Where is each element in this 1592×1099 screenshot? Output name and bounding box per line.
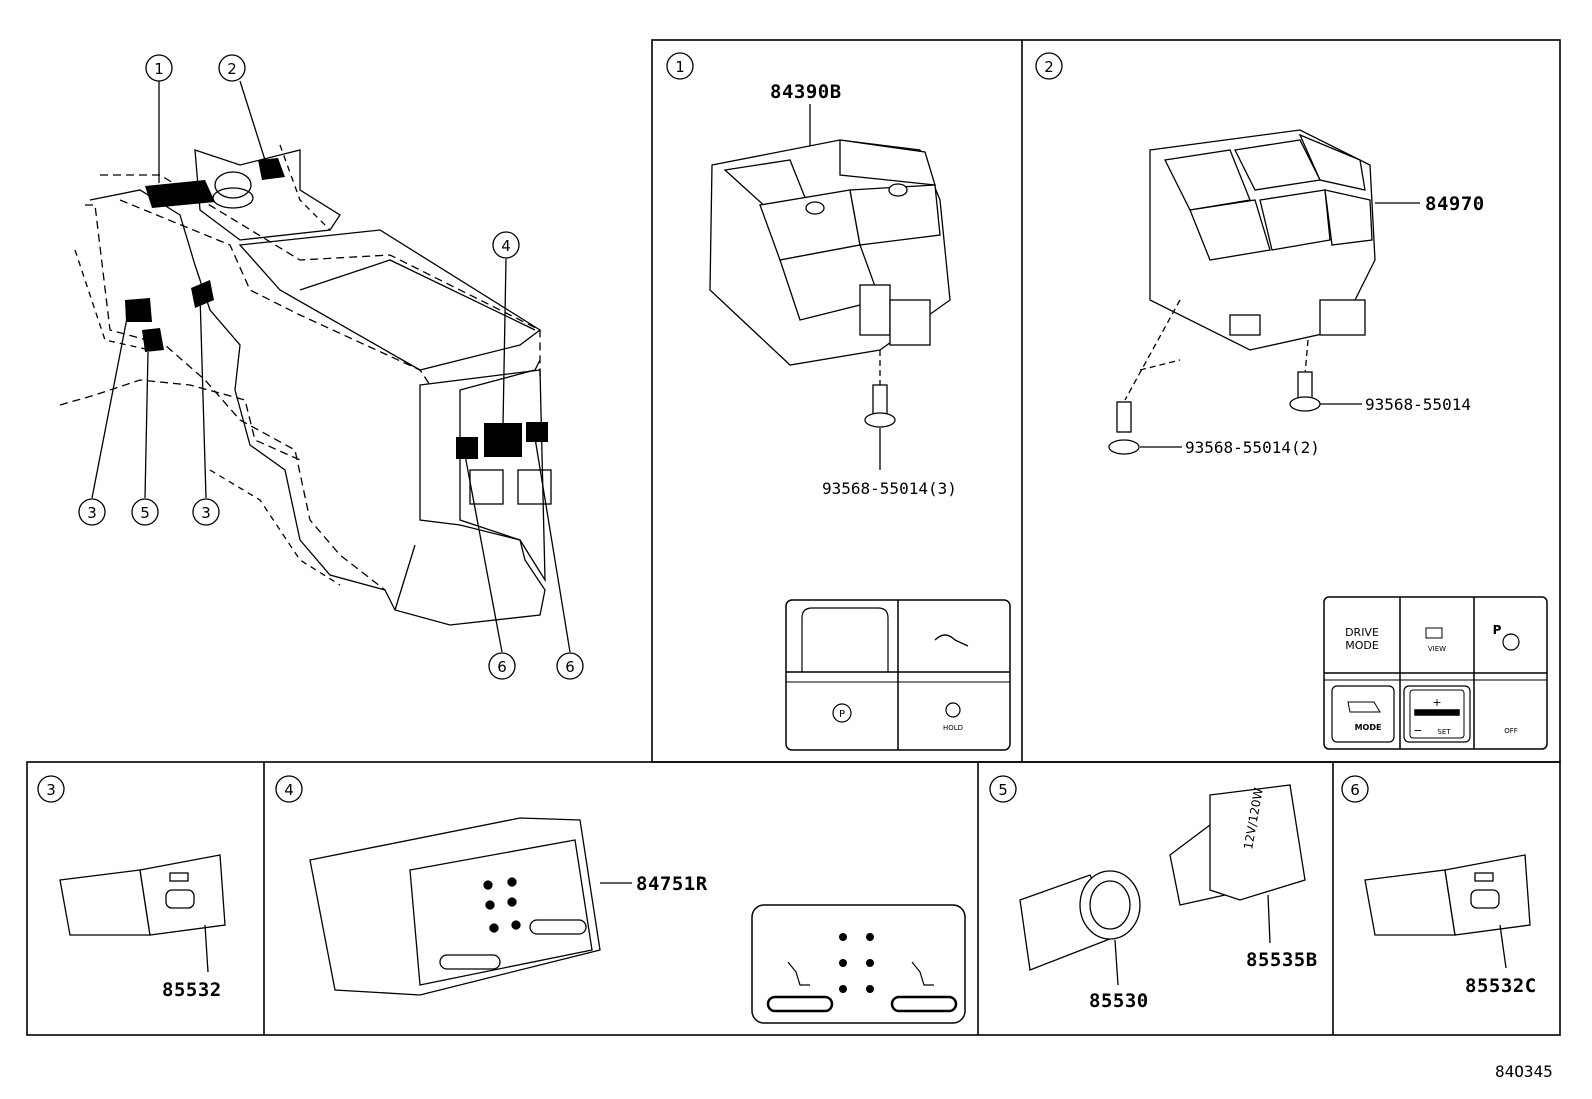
callout-num: 5: [140, 504, 150, 522]
switch-84970-drawing: [1149, 129, 1376, 351]
switch-location-marks: [125, 158, 548, 459]
xmode-label: MODE: [1355, 723, 1382, 732]
panel-number: 5: [998, 781, 1008, 799]
panel-3: 3 85532: [37, 775, 226, 1001]
callout-3a: [78, 498, 106, 526]
part-number-85535B: 85535B: [1246, 949, 1318, 971]
callout-num: 3: [201, 504, 211, 522]
callout-4: [492, 231, 520, 259]
off-label: OFF: [1504, 727, 1518, 735]
park-icon: P: [839, 709, 845, 720]
level-dots: [839, 933, 874, 993]
usb-port-drawing: [1364, 854, 1531, 936]
switch-84390B-drawing: [709, 139, 951, 366]
callout-num: 1: [154, 60, 164, 78]
switch-face-84751R: [751, 904, 966, 1024]
console-overview: [59, 144, 552, 626]
part-number-84390B: 84390B: [770, 81, 842, 103]
part-number-85532: 85532: [162, 979, 222, 1001]
screw-icon: [1108, 371, 1321, 455]
panel-number: 6: [1350, 781, 1360, 799]
callout-num: 6: [497, 658, 507, 676]
panel-number: 4: [284, 781, 294, 799]
set-label: SET: [1437, 728, 1451, 736]
callout-2: [218, 54, 246, 82]
usb-port-drawing: [59, 854, 226, 936]
callout-num: 2: [227, 60, 237, 78]
panel-6: 6 85532C: [1341, 775, 1537, 997]
power-socket-drawing: [1019, 784, 1306, 971]
callout-num: 6: [565, 658, 575, 676]
screw-part-number-b: 93568-55014(2): [1185, 438, 1320, 457]
hold-label: HOLD: [943, 724, 963, 732]
panel-1: 1 84390B 93568-55014(3): [666, 52, 1011, 751]
overview-callout-numbers: 1 2 3 5 3 4 6 6: [87, 60, 575, 676]
callout-6a: [488, 652, 516, 680]
callout-3b: [192, 498, 220, 526]
screw-icon: [864, 384, 896, 428]
switch-face-84970: [1323, 596, 1548, 750]
minus-label: −: [1413, 724, 1422, 737]
screw-part-number-a: 93568-55014: [1365, 395, 1471, 414]
drive-mode-label-2: MODE: [1345, 639, 1379, 652]
panel-number: 2: [1044, 58, 1054, 76]
panel-5: 5 12V/120W 85530 85535B: [989, 775, 1318, 1012]
drive-mode-label-1: DRIVE: [1345, 626, 1379, 639]
seat-heater-switch-drawing: [309, 817, 601, 996]
callout-num: 4: [501, 237, 511, 255]
part-number-85532C: 85532C: [1465, 975, 1537, 997]
screw-part-number: 93568-55014(3): [822, 479, 957, 498]
panel-2: 2 84970 93568-55014 93568-55014(2): [1035, 52, 1548, 750]
part-number-84970: 84970: [1425, 193, 1485, 215]
plus-label: +: [1432, 696, 1441, 709]
diagram-id: 84O345: [1495, 1062, 1553, 1081]
callout-num: 3: [87, 504, 97, 522]
p-label: P: [1493, 623, 1502, 637]
overview-leaders: [91, 80, 571, 653]
panel-number: 3: [46, 781, 56, 799]
panel-4: 4 84751R: [275, 775, 966, 1024]
view-label: VIEW: [1428, 645, 1446, 653]
panel-frames: [26, 39, 1561, 1036]
part-number-84751R: 84751R: [636, 873, 708, 895]
callout-5: [131, 498, 159, 526]
overview-callouts: [78, 54, 584, 680]
callout-1: [145, 54, 173, 82]
part-number-85530: 85530: [1089, 990, 1149, 1012]
switch-face-84390B: [785, 599, 1011, 751]
callout-6b: [556, 652, 584, 680]
panel-number: 1: [675, 58, 685, 76]
